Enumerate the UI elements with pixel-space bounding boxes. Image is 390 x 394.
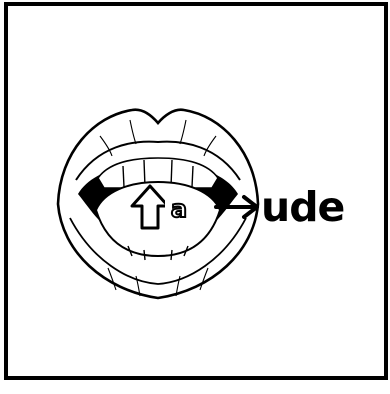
worksheet-card: a ude: [4, 2, 388, 380]
right-arrow-icon: [213, 192, 268, 222]
word-suffix: ude: [261, 187, 344, 228]
letter-a: a: [165, 192, 193, 226]
